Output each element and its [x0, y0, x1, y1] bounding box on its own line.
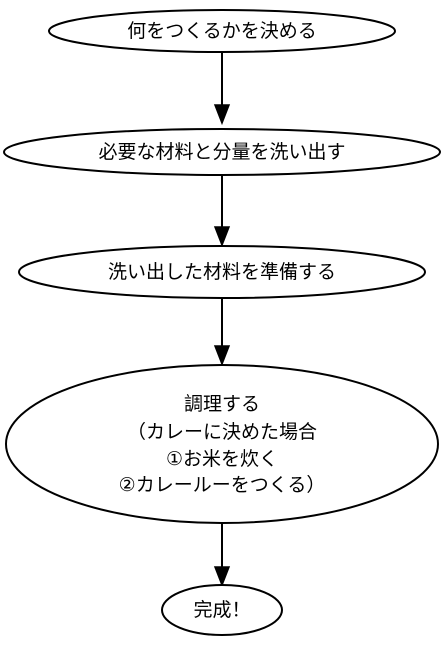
node-label-line-3: ①お米を炊く [166, 448, 278, 470]
node-shape [161, 584, 283, 636]
node-shape [3, 128, 441, 176]
edge-prepare-to-cook [213, 298, 231, 367]
node-shape [48, 9, 396, 53]
edge-list-to-prepare [213, 175, 231, 248]
arrowhead-icon [213, 104, 231, 126]
node-shape [18, 245, 426, 299]
node-cook: 調理する （カレーに決めた場合 ①お米を炊く ②カレールーをつくる） [5, 364, 439, 524]
node-prepare: 洗い出した材料を準備する [18, 245, 426, 299]
arrowhead-icon [213, 566, 231, 588]
node-decide: 何をつくるかを決める [48, 9, 396, 53]
arrowhead-icon [213, 226, 231, 248]
node-label: 完成！ [193, 599, 250, 621]
node-label: 必要な材料と分量を洗い出す [98, 141, 345, 163]
node-shape [5, 364, 439, 524]
node-done: 完成！ [161, 584, 283, 636]
node-label-line-1: 調理する [184, 393, 260, 415]
node-label: 何をつくるかを決める [127, 20, 317, 42]
node-label-line-2: （カレーに決めた場合 [127, 421, 317, 443]
arrowhead-icon [213, 345, 231, 367]
node-label: 洗い出した材料を準備する [108, 261, 336, 283]
node-list: 必要な材料と分量を洗い出す [3, 128, 441, 176]
node-label-line-4: ②カレールーをつくる） [119, 474, 326, 496]
edge-decide-to-list [213, 51, 231, 126]
edge-cook-to-done [213, 523, 231, 588]
